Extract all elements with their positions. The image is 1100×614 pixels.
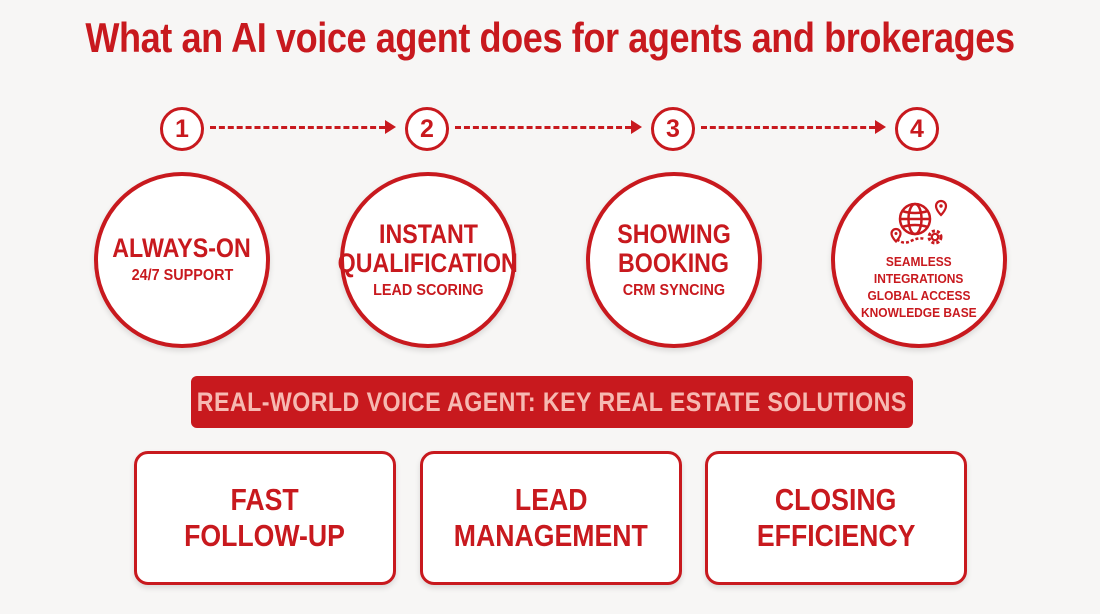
solution-line-2: MANAGEMENT — [453, 518, 649, 553]
solutions-banner: REAL-WORLD VOICE AGENT: KEY REAL ESTATE … — [191, 376, 913, 428]
solution-line-1: FAST — [230, 482, 300, 517]
page-title: What an AI voice agent does for agents a… — [85, 14, 1015, 61]
connector-1-2 — [210, 126, 385, 129]
feature-integrations: SEAMLESS INTEGRATIONS GLOBAL ACCESS KNOW… — [831, 172, 1007, 348]
solution-line-2: FOLLOW-UP — [184, 518, 346, 553]
feature-showing-booking: SHOWING BOOKING CRM SYNCING — [586, 172, 762, 348]
feature-subheading: LEAD SCORING — [372, 281, 484, 299]
solution-line-1: LEAD — [514, 482, 588, 517]
feature-instant-qualification: INSTANT QUALIFICATION LEAD SCORING — [337, 172, 519, 348]
connector-2-3 — [455, 126, 631, 129]
banner-text: REAL-WORLD VOICE AGENT: KEY REAL ESTATE … — [197, 386, 907, 417]
arrow-right-icon — [385, 120, 396, 134]
feature-heading-line-1: INSTANT — [378, 218, 478, 249]
feature-heading-line-1: SHOWING — [617, 218, 731, 249]
globe-network-gear-icon — [890, 199, 948, 245]
feature-list-item: KNOWLEDGE BASE — [861, 305, 977, 320]
feature-subheading: CRM SYNCING — [622, 281, 726, 299]
feature-list-item: GLOBAL ACCESS — [867, 288, 971, 303]
step-number-1: 1 — [160, 107, 204, 151]
feature-subheading: 24/7 SUPPORT — [131, 267, 233, 284]
connector-3-4 — [701, 126, 875, 129]
feature-heading-line-2: QUALIFICATION — [337, 247, 519, 278]
feature-heading-line-2: BOOKING — [618, 247, 730, 278]
feature-list-item: SEAMLESS — [886, 254, 952, 269]
solution-card-fast-follow-up: FAST FOLLOW-UP — [134, 451, 396, 585]
feature-list-item: INTEGRATIONS — [874, 271, 964, 286]
step-number-4: 4 — [895, 107, 939, 151]
arrow-right-icon — [875, 120, 886, 134]
step-number-3: 3 — [651, 107, 695, 151]
solution-card-lead-management: LEAD MANAGEMENT — [420, 451, 682, 585]
arrow-right-icon — [631, 120, 642, 134]
feature-always-on: ALWAYS-ON 24/7 SUPPORT — [94, 172, 270, 348]
solution-card-closing-efficiency: CLOSING EFFICIENCY — [705, 451, 967, 585]
step-number-2: 2 — [405, 107, 449, 151]
feature-heading: ALWAYS-ON — [112, 233, 252, 263]
solution-line-2: EFFICIENCY — [756, 518, 916, 553]
solution-line-1: CLOSING — [775, 482, 897, 517]
